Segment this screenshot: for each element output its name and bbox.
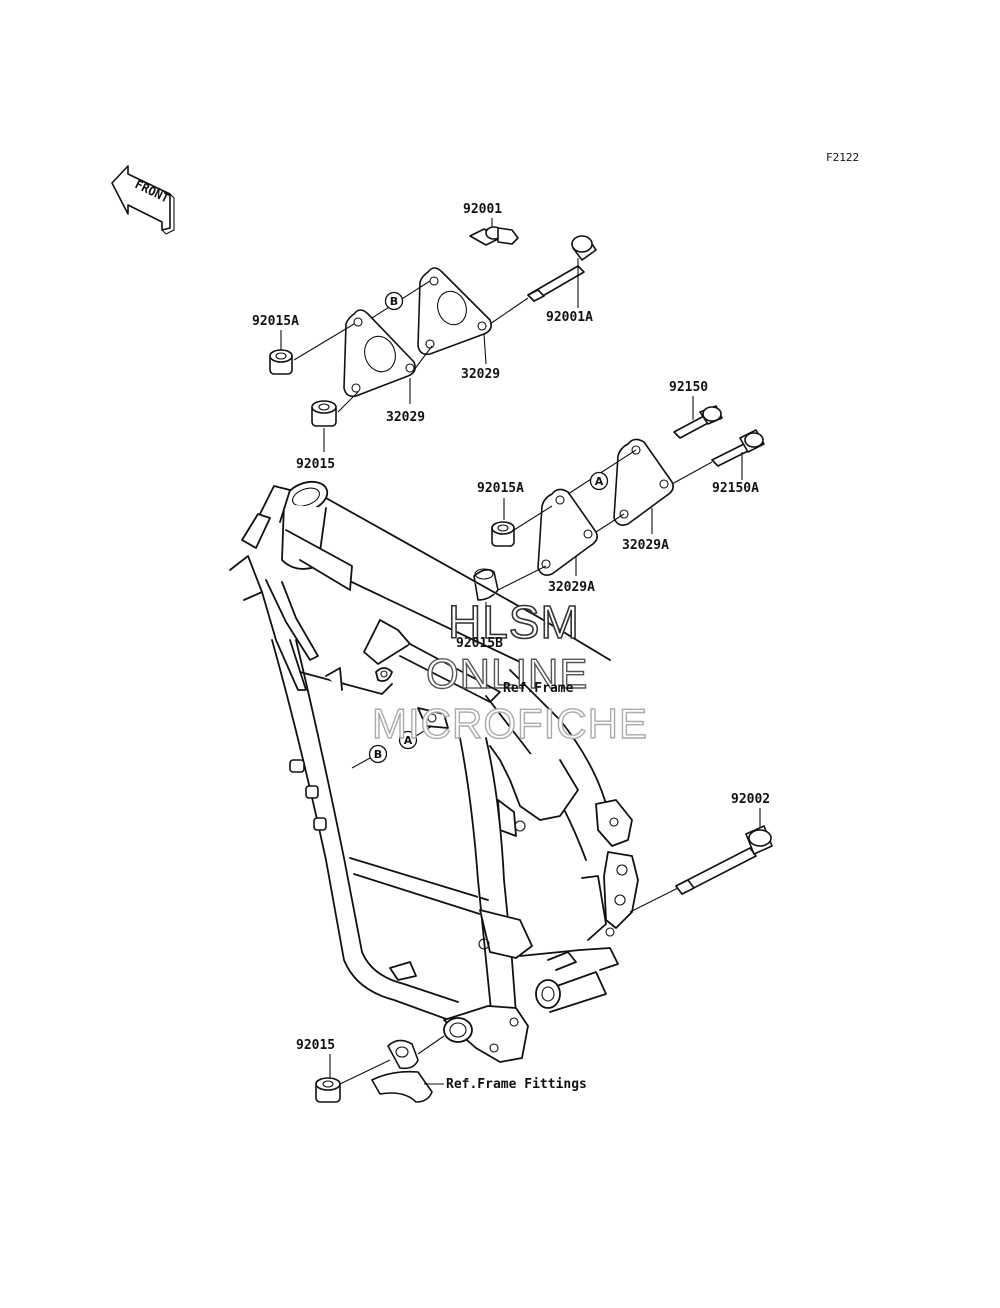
label-92015A-top: 92015A: [252, 314, 299, 329]
label-92015-top: 92015: [296, 457, 335, 472]
nut-92015A-mid: [491, 521, 515, 547]
marker-a-frame-text: A: [404, 734, 413, 747]
marker-b-top: B: [384, 291, 404, 311]
watermark-line-3: MICROFICHE: [372, 700, 648, 747]
label-ref-frame: Ref.Frame: [503, 681, 574, 696]
label-92015A-mid: 92015A: [477, 481, 524, 496]
label-32029A-right: 32029A: [622, 538, 669, 553]
nut-92015A-top: [269, 349, 293, 375]
figure-code: F2122: [826, 151, 859, 164]
marker-b-top-text: B: [390, 295, 398, 308]
marker-b-frame: B: [368, 744, 388, 764]
label-92001: 92001: [463, 202, 502, 217]
label-92015B: 92015B: [456, 636, 503, 651]
watermark-line-2: ONLINE: [426, 650, 588, 697]
front-arrow-icon: FRONT: [111, 165, 175, 235]
label-92002: 92002: [731, 792, 770, 807]
bracket-32029A-left: [537, 488, 598, 576]
bracket-32029-upper: [417, 267, 492, 356]
marker-a-mid-text: A: [595, 475, 604, 488]
label-ref-frame-fittings: Ref.Frame Fittings: [446, 1077, 587, 1092]
bracket-frame-fitting: [371, 1039, 433, 1103]
bracket-32029-lower: [343, 309, 416, 398]
nut-92015-bottom: [315, 1077, 341, 1103]
watermark: HLSM ONLINE MICROFICHE: [371, 595, 648, 748]
label-92001A: 92001A: [546, 310, 593, 325]
bolt-92002: [675, 825, 773, 895]
bolt-92001: [469, 226, 519, 246]
nut-92015-top: [311, 400, 337, 427]
bolt-92150: [673, 405, 723, 439]
marker-a-mid: A: [589, 471, 609, 491]
motorcycle-frame: [229, 480, 639, 1063]
marker-a-frame: A: [398, 730, 418, 750]
label-92015-bottom: 92015: [296, 1038, 335, 1053]
bolt-92150A: [711, 429, 765, 467]
marker-b-frame-text: B: [374, 748, 382, 761]
label-32029A-left: 32029A: [548, 580, 595, 595]
bolt-92001A: [527, 235, 597, 302]
watermark-line-1: HLSM: [448, 596, 580, 648]
label-32029-upper: 32029: [461, 367, 500, 382]
bracket-32029A-right: [613, 438, 674, 526]
label-32029-lower: 32029: [386, 410, 425, 425]
label-92150: 92150: [669, 380, 708, 395]
label-92150A: 92150A: [712, 481, 759, 496]
